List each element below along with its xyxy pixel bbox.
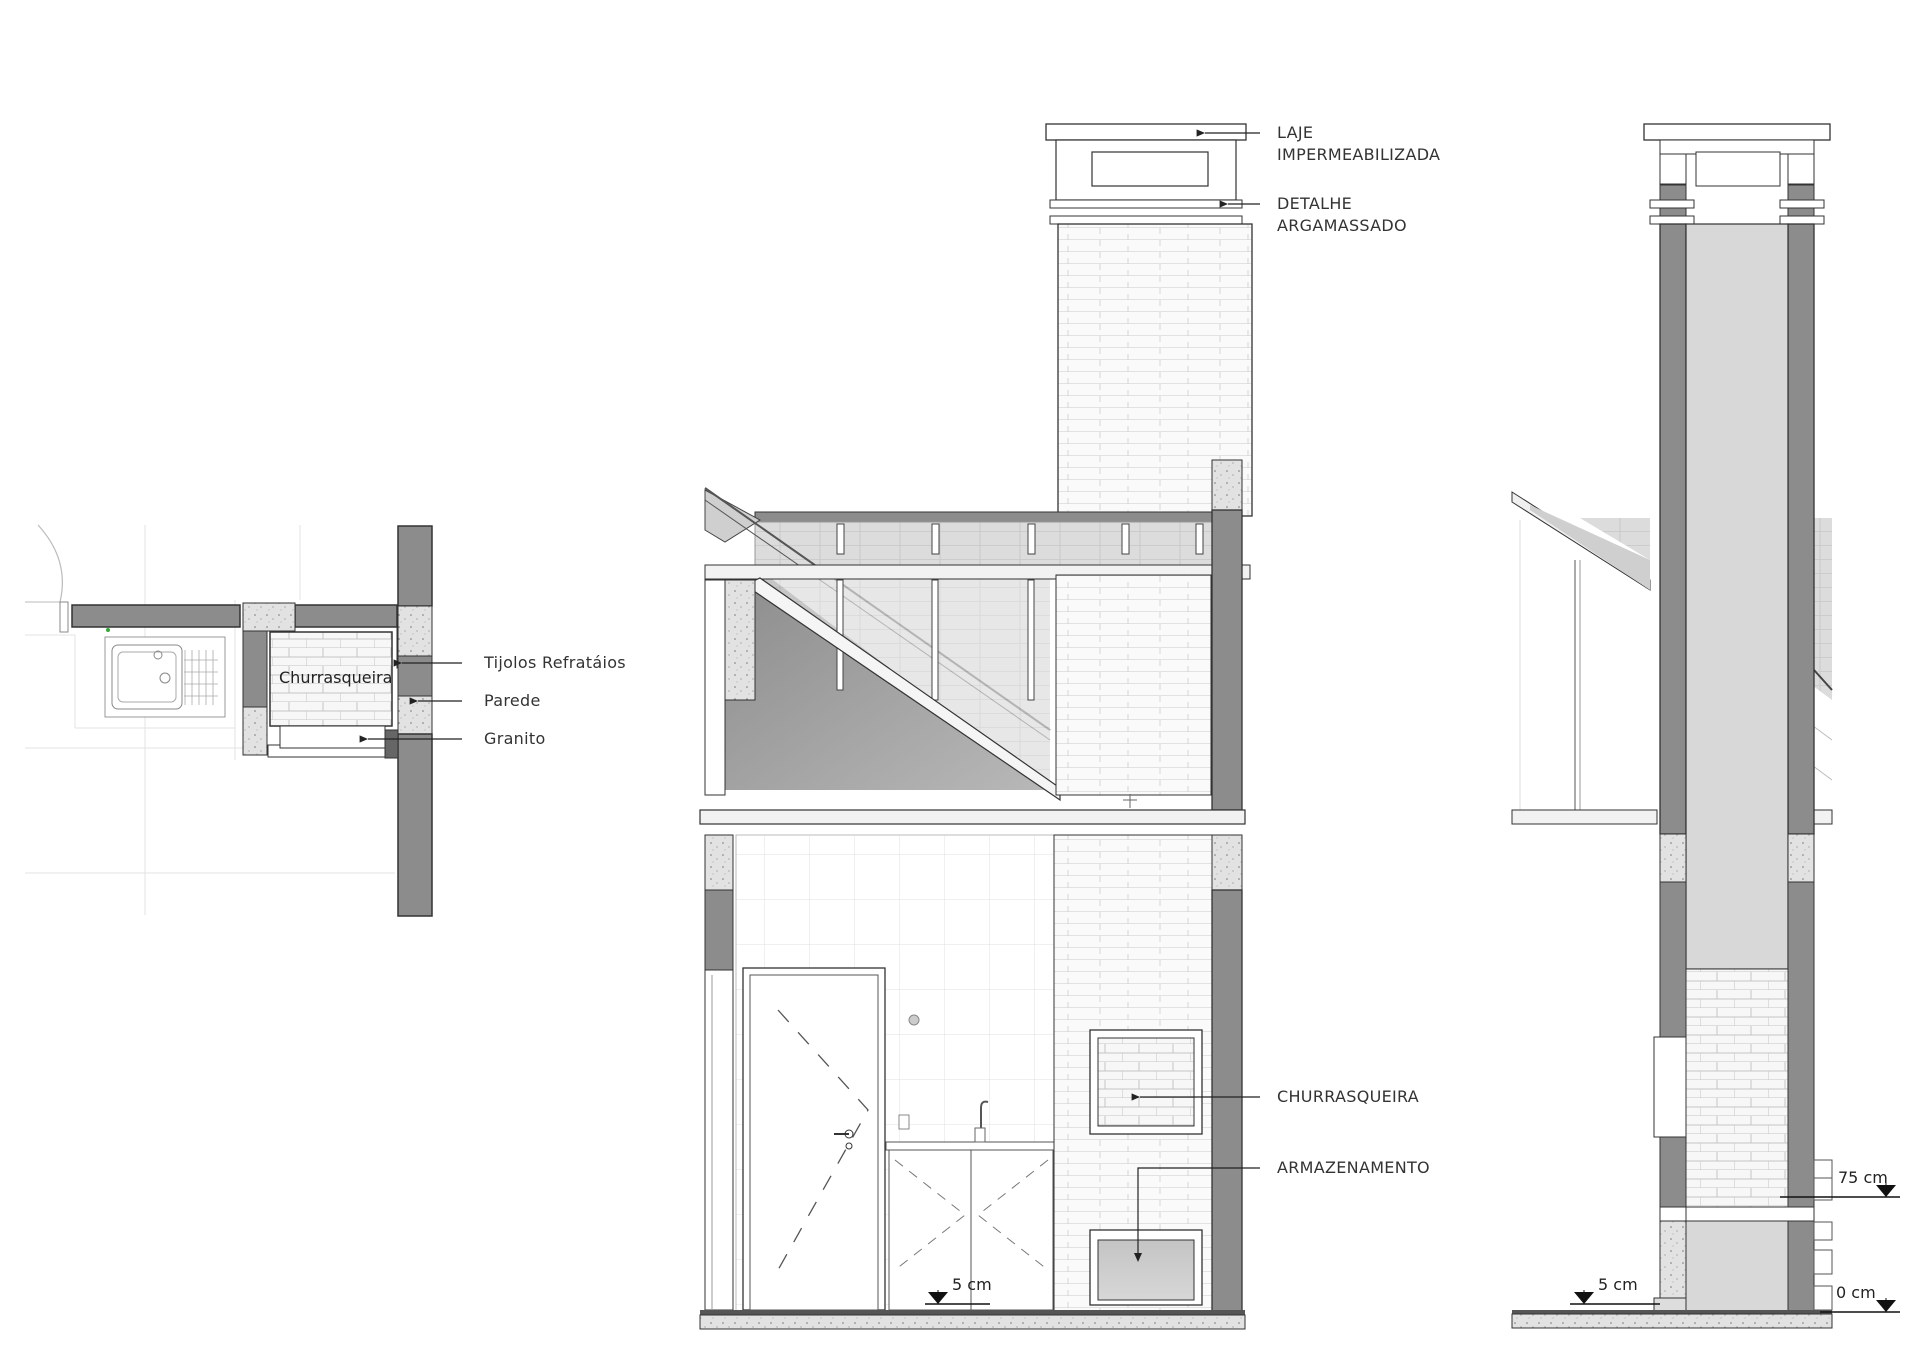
- plan-room-label: Churrasqueira: [279, 668, 393, 687]
- side-section: [1511, 123, 1900, 1329]
- level-side-75cm: 75 cm: [1838, 1168, 1888, 1187]
- callout-detalhe: DETALHE ARGAMASSADO: [1277, 193, 1407, 237]
- callout-laje: LAJE IMPERMEABILIZADA: [1277, 122, 1440, 166]
- level-side-5cm: 5 cm: [1598, 1275, 1638, 1294]
- front-section: [699, 123, 1260, 1330]
- level-side-0cm: 0 cm: [1836, 1283, 1876, 1302]
- callout-laje-line1: LAJE: [1277, 123, 1314, 142]
- callout-granito: Granito: [484, 729, 546, 748]
- callout-laje-line2: IMPERMEABILIZADA: [1277, 145, 1441, 164]
- callout-armazenamento: ARMAZENAMENTO: [1277, 1158, 1430, 1177]
- callout-churrasqueira: CHURRASQUEIRA: [1277, 1087, 1420, 1106]
- plan-view: [25, 524, 462, 917]
- callout-parede: Parede: [484, 691, 541, 710]
- callout-tijolos-refratarios: Tijolos Refratáios: [484, 653, 626, 672]
- level-front-5cm: 5 cm: [952, 1275, 992, 1294]
- callout-detalhe-line2: ARGAMASSADO: [1277, 216, 1407, 235]
- callout-detalhe-line1: DETALHE: [1277, 194, 1353, 213]
